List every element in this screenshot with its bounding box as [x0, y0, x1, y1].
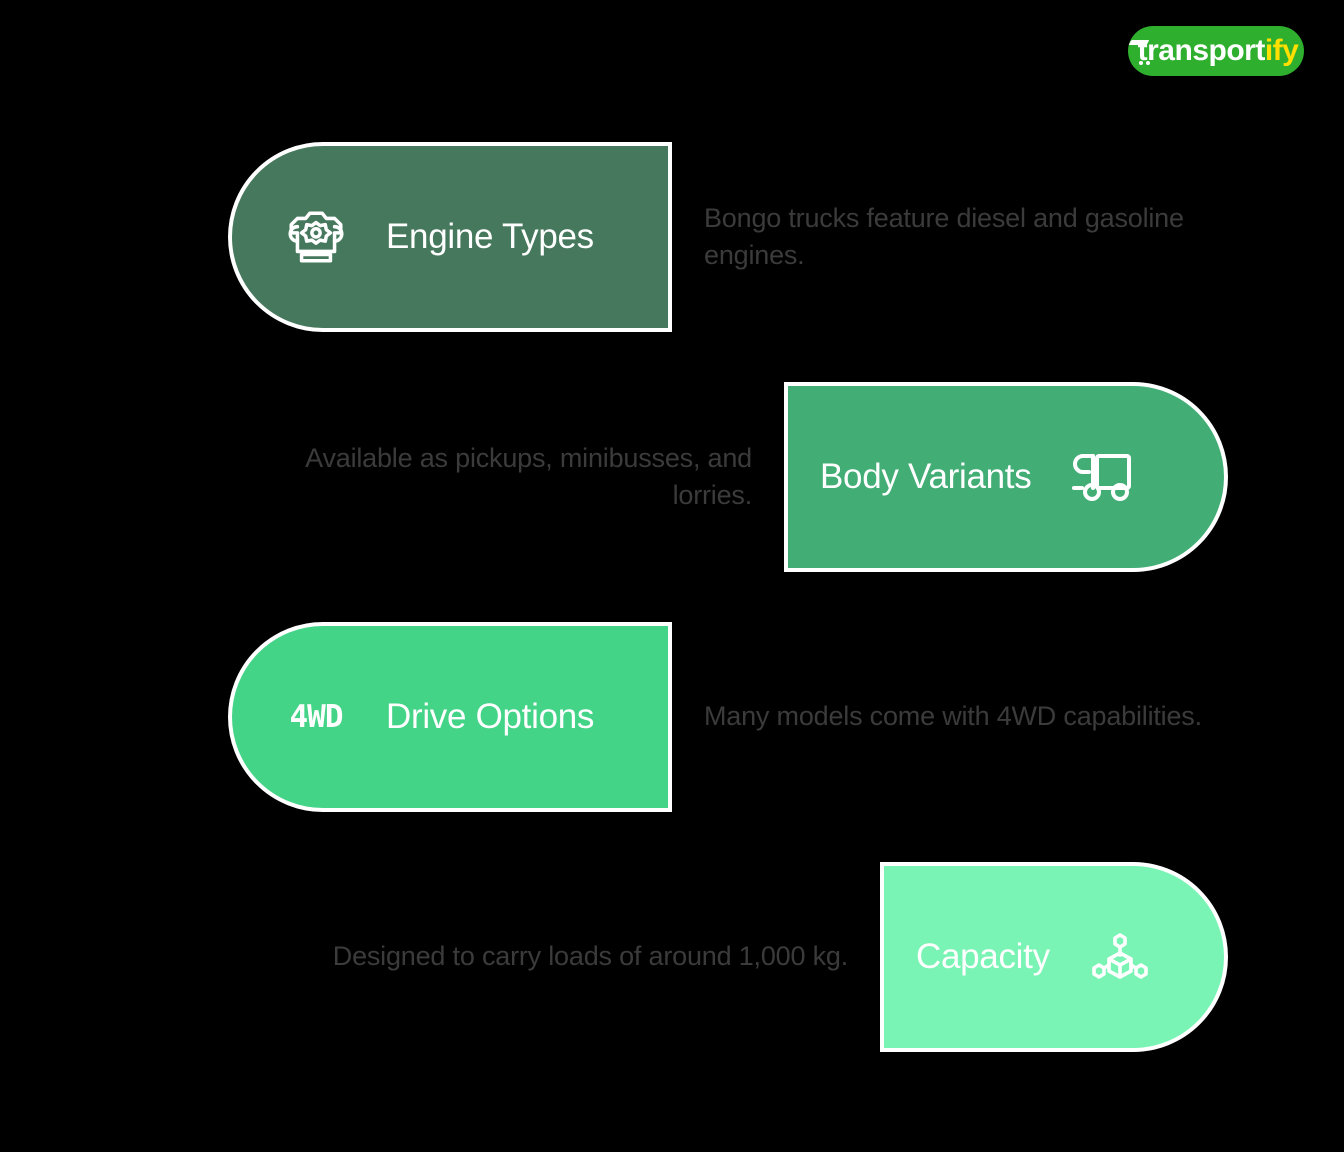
feature-label-drive-options: Drive Options [386, 697, 595, 736]
feature-description-engine-types: Bongo trucks feature diesel and gasoline… [704, 202, 1184, 270]
feature-row-drive-options: 4WD Drive Options Many models come with … [228, 622, 1228, 812]
feature-bar-drive-options[interactable]: 4WD Drive Options [228, 622, 672, 812]
feature-label-engine-types: Engine Types [386, 217, 594, 256]
truck-icon [1065, 441, 1137, 513]
4wd-text-icon: 4WD [280, 681, 352, 753]
logo-wordmark: transport ify [1128, 34, 1299, 67]
feature-bar-engine-types[interactable]: Engine Types [228, 142, 672, 332]
feature-bar-body-variants[interactable]: Body Variants [784, 382, 1228, 572]
capacity-cube-icon [1084, 921, 1156, 993]
feature-description-body-variants: Available as pickups, minibusses, and lo… [305, 442, 752, 510]
logo-text-primary: transport [1137, 34, 1266, 67]
logo-wheels-icon [1138, 61, 1150, 65]
logo-swoosh-icon [1128, 40, 1149, 45]
feature-row-body-variants: Available as pickups, minibusses, and lo… [228, 382, 1228, 572]
feature-label-body-variants: Body Variants [820, 457, 1032, 496]
4wd-label: 4WD [289, 699, 344, 735]
logo-text-accent: ify [1264, 34, 1299, 67]
feature-description-drive-options: Many models come with 4WD capabilities. [704, 701, 1202, 732]
feature-row-capacity: Designed to carry loads of around 1,000 … [228, 862, 1228, 1052]
feature-label-capacity: Capacity [916, 937, 1050, 976]
feature-description-capacity: Designed to carry loads of around 1,000 … [332, 941, 848, 972]
engine-icon [280, 201, 352, 273]
transportify-logo[interactable]: transport ify [1128, 26, 1304, 76]
feature-bar-capacity[interactable]: Capacity [880, 862, 1228, 1052]
feature-row-engine-types: Engine Types Bongo trucks feature diesel… [228, 142, 1228, 332]
